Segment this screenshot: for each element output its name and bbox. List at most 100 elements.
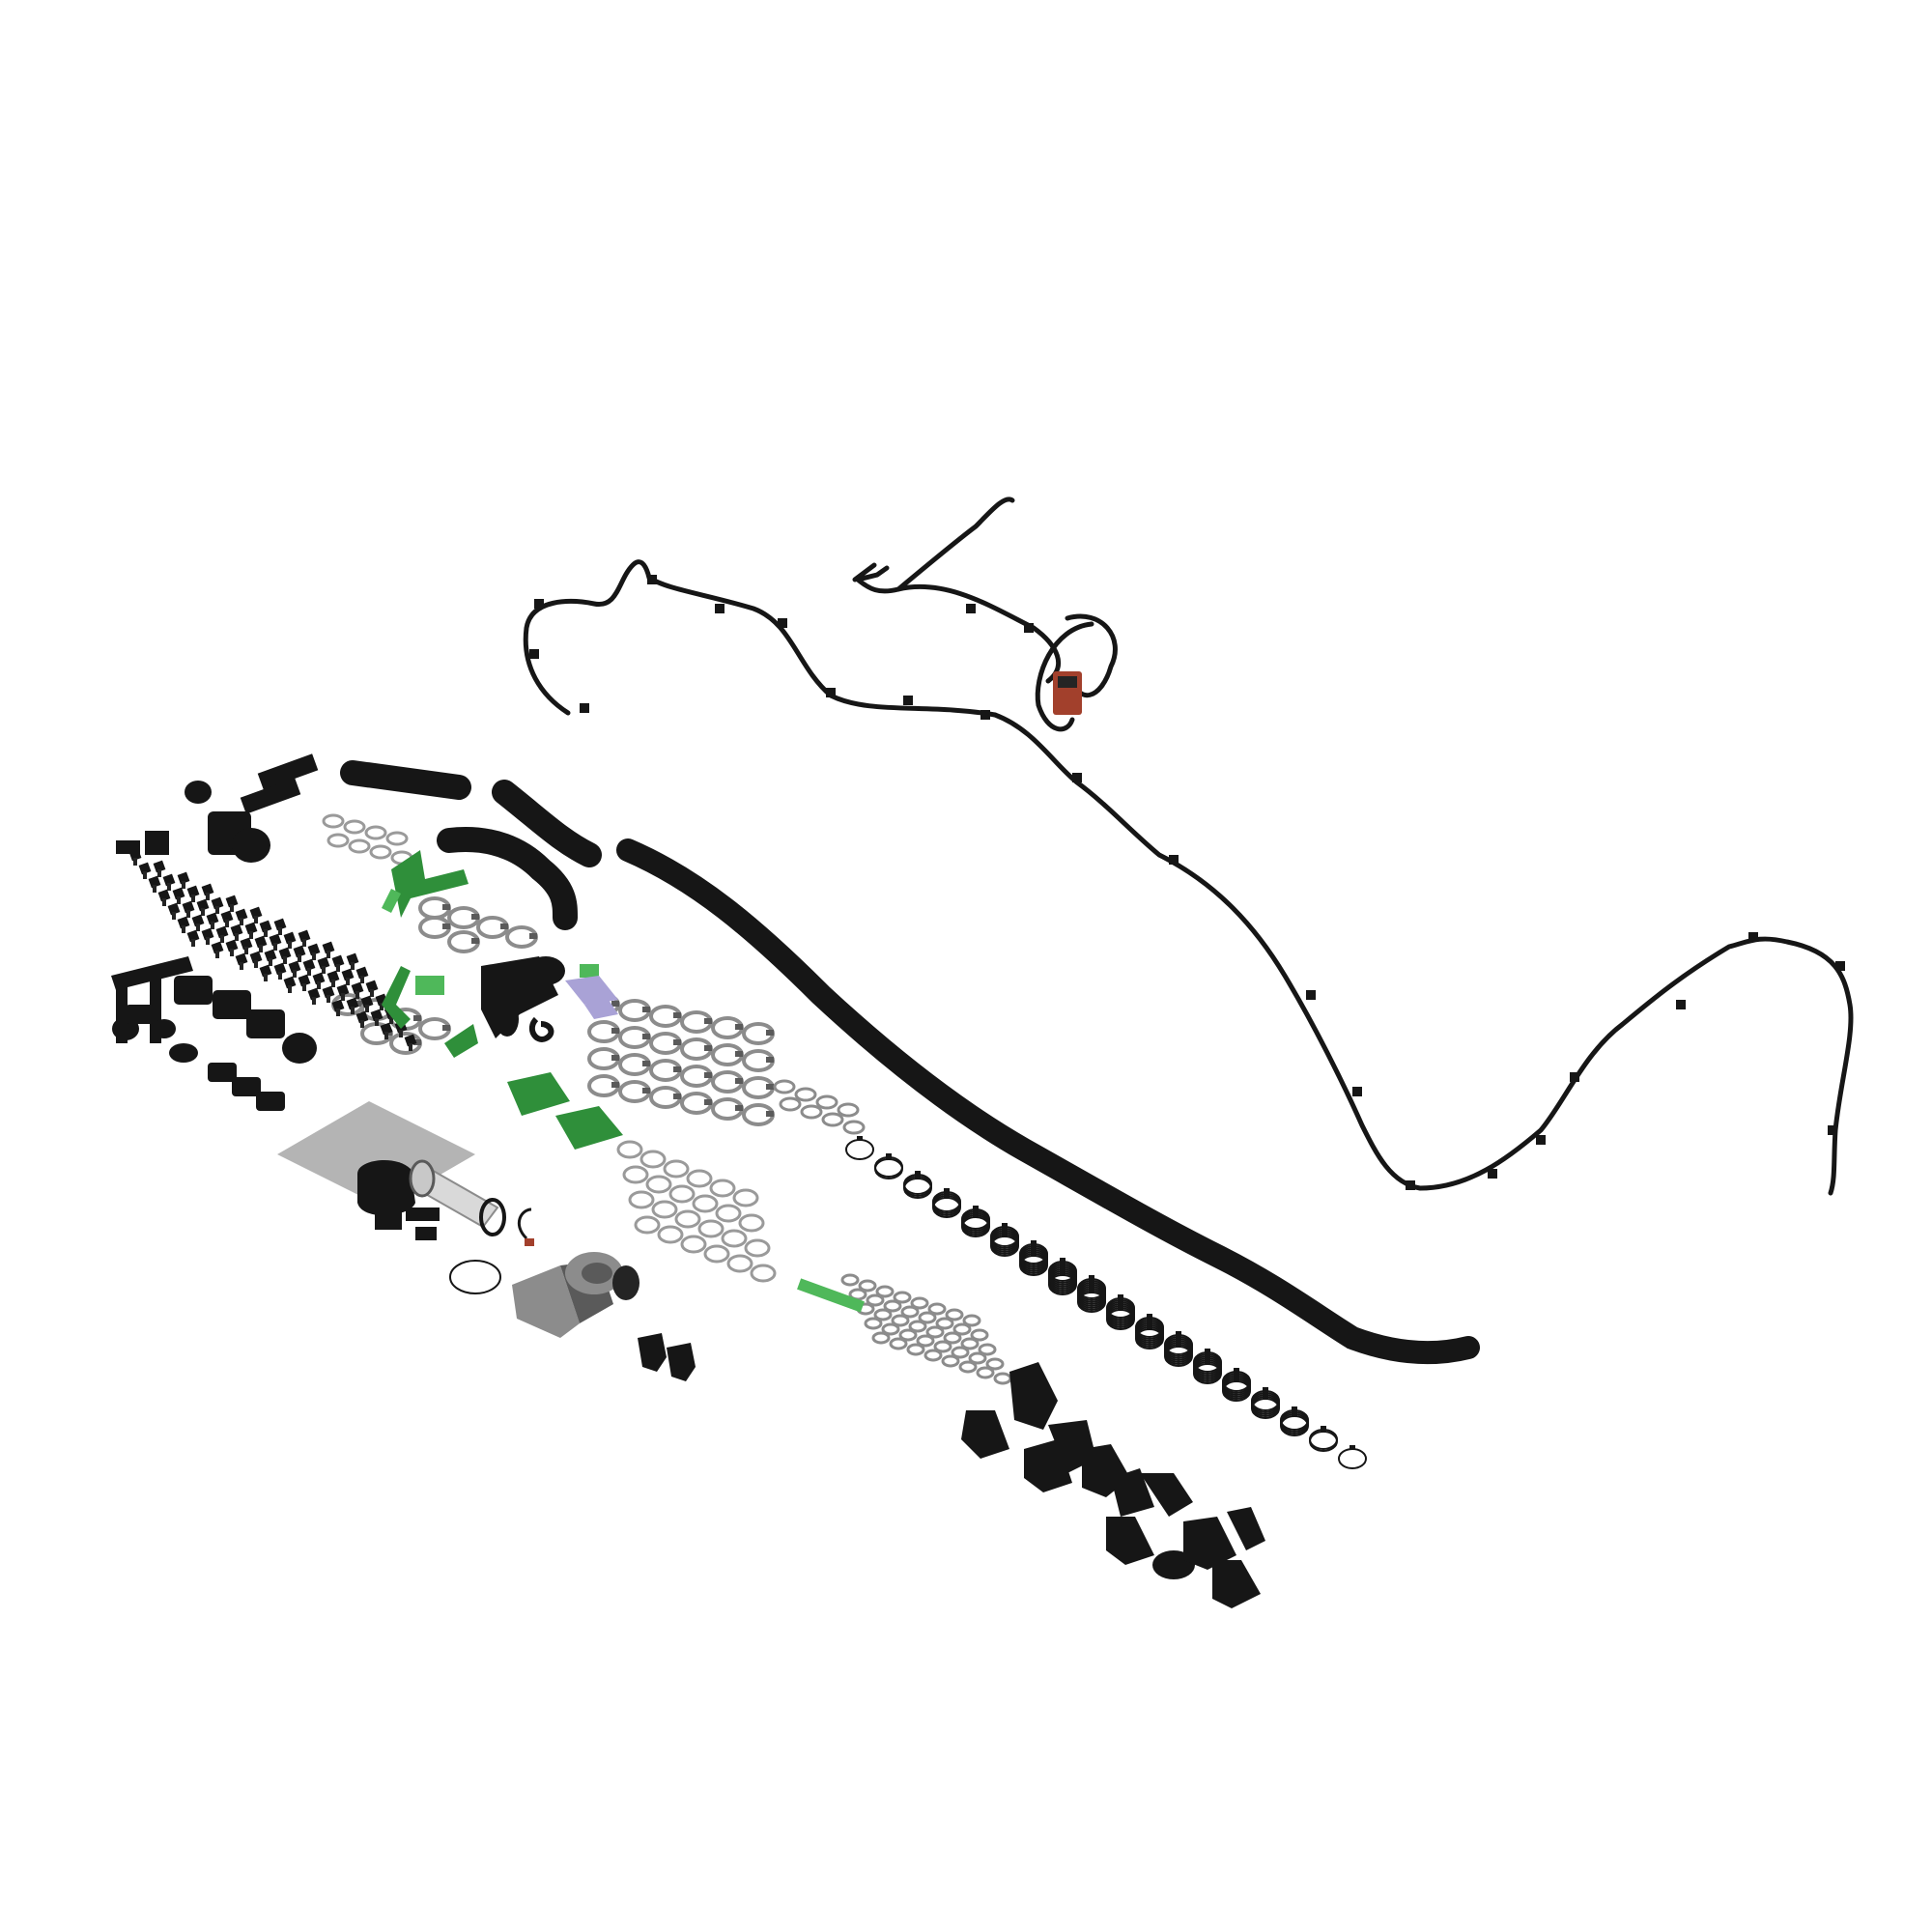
push-fastener (360, 995, 374, 1009)
push-fastener-stem (254, 960, 258, 968)
push-fastener-stem (389, 1016, 393, 1024)
hose-clamp-small (343, 819, 366, 835)
push-fastener (211, 896, 224, 910)
hose-clamp-small (898, 1328, 918, 1342)
gray-o-ring (622, 1165, 649, 1184)
push-fastener-stem (186, 910, 190, 918)
hose-clamp-small (943, 1331, 962, 1345)
hose-clamp-screw (766, 1057, 774, 1063)
push-fastener-stem (249, 931, 253, 939)
push-fastener (298, 974, 311, 987)
hose-clamp-screw (642, 1061, 650, 1066)
hose-clamp-small (952, 1322, 972, 1336)
hose-clamp-small (958, 1360, 978, 1374)
hose-clamp-small (970, 1328, 989, 1342)
short-hose-straight (340, 760, 471, 800)
filter-housing (357, 1159, 440, 1240)
hose-clamp-small (962, 1314, 981, 1327)
push-fastener (148, 875, 161, 889)
push-fastener (404, 1034, 417, 1047)
push-fastener-stem (288, 985, 292, 993)
push-fastener-stem (244, 947, 248, 954)
hose-clamp-screw (471, 938, 479, 944)
push-fastener (278, 947, 292, 960)
push-fastener-stem (327, 951, 330, 958)
hose-clamp-small (945, 1308, 964, 1321)
rubber-elbow (1009, 1362, 1058, 1430)
hose-clamp-screw (642, 1034, 650, 1039)
push-fastener-stem (230, 904, 234, 912)
wire-clamp-tab (886, 1155, 892, 1160)
wire-clamp-ring-grid (845, 1136, 1367, 1469)
push-fastener-stem (220, 935, 224, 943)
push-fastener-stem (264, 974, 268, 981)
hose-clamp-screw (611, 1055, 619, 1061)
wire-clamp-tab (1205, 1360, 1210, 1365)
push-fastener-stem (225, 920, 229, 927)
hose-clamp-small (933, 1340, 952, 1353)
gray-o-ring (732, 1188, 759, 1208)
rubber-grommet (232, 828, 270, 863)
push-fastener-stem (346, 978, 350, 985)
gray-o-ring (657, 1225, 684, 1244)
push-fastener-stem (264, 929, 268, 937)
wire-clamp-tab (1321, 1428, 1326, 1433)
hose-clamp-screw (735, 1078, 743, 1084)
rubber-t-fitting (213, 990, 251, 1019)
push-fastener (355, 966, 369, 980)
hose-clamp-screw (471, 914, 479, 920)
push-fastener-stem (201, 908, 205, 916)
push-fastener-stem (278, 972, 282, 980)
green-bracket (391, 850, 469, 918)
push-fastener (283, 976, 297, 989)
hose-clamp-screw (704, 1072, 712, 1078)
hose-clamp-small (327, 833, 350, 848)
push-fastener (201, 883, 214, 896)
push-fastener (273, 918, 287, 931)
hose-clamp-screw (611, 1028, 619, 1034)
gray-o-ring (639, 1150, 667, 1169)
push-fastener (196, 898, 210, 912)
push-fastener (191, 914, 205, 927)
rubber-elbow (961, 1410, 1009, 1459)
harness-clip-markers (529, 575, 1845, 1190)
gray-o-ring (634, 1215, 661, 1235)
push-fastener-stem (370, 989, 374, 997)
exhaust-y-fitting (481, 956, 565, 1042)
green-bracket (382, 889, 401, 913)
push-fastener (302, 958, 316, 972)
hose-clamp-screw (766, 1084, 774, 1090)
hose-clamp-small (978, 1343, 997, 1356)
push-fastener-stem (380, 1003, 384, 1010)
rubber-t-fitting (256, 1092, 285, 1111)
push-fastener-stem (235, 933, 239, 941)
push-fastener-stem (355, 991, 359, 999)
hose-clamp-screw (413, 1039, 421, 1045)
rubber-grommet (153, 1019, 176, 1038)
push-fastener-stem (409, 1043, 412, 1051)
push-fastener (220, 910, 234, 923)
rubber-elbow (1106, 1517, 1154, 1565)
push-fastener (235, 952, 248, 966)
hose-clamp-small (837, 1102, 860, 1118)
push-fastener-stem (283, 956, 287, 964)
push-fastener-stem (153, 885, 156, 893)
hose-clamp-screw (673, 1039, 681, 1045)
push-fastener-stem (196, 923, 200, 931)
push-fastener-stem (215, 951, 219, 958)
push-fastener (186, 885, 200, 898)
rubber-t-fitting (246, 1009, 285, 1038)
rubber-t-fitting (232, 1077, 261, 1096)
wire-clamp-tab (1263, 1395, 1268, 1400)
push-fastener (259, 920, 272, 933)
green-plate (507, 1072, 570, 1116)
wire-clamp-tab (1234, 1378, 1239, 1382)
push-fastener (298, 929, 311, 943)
harness-loop-ring (1035, 621, 1094, 732)
gray-o-ring (697, 1219, 724, 1238)
rubber-grommet (282, 1033, 317, 1064)
push-fastener-stem (317, 981, 321, 989)
push-fastener-stem (162, 898, 166, 906)
push-fastener-stem (206, 937, 210, 945)
short-hose-bent (492, 780, 602, 867)
